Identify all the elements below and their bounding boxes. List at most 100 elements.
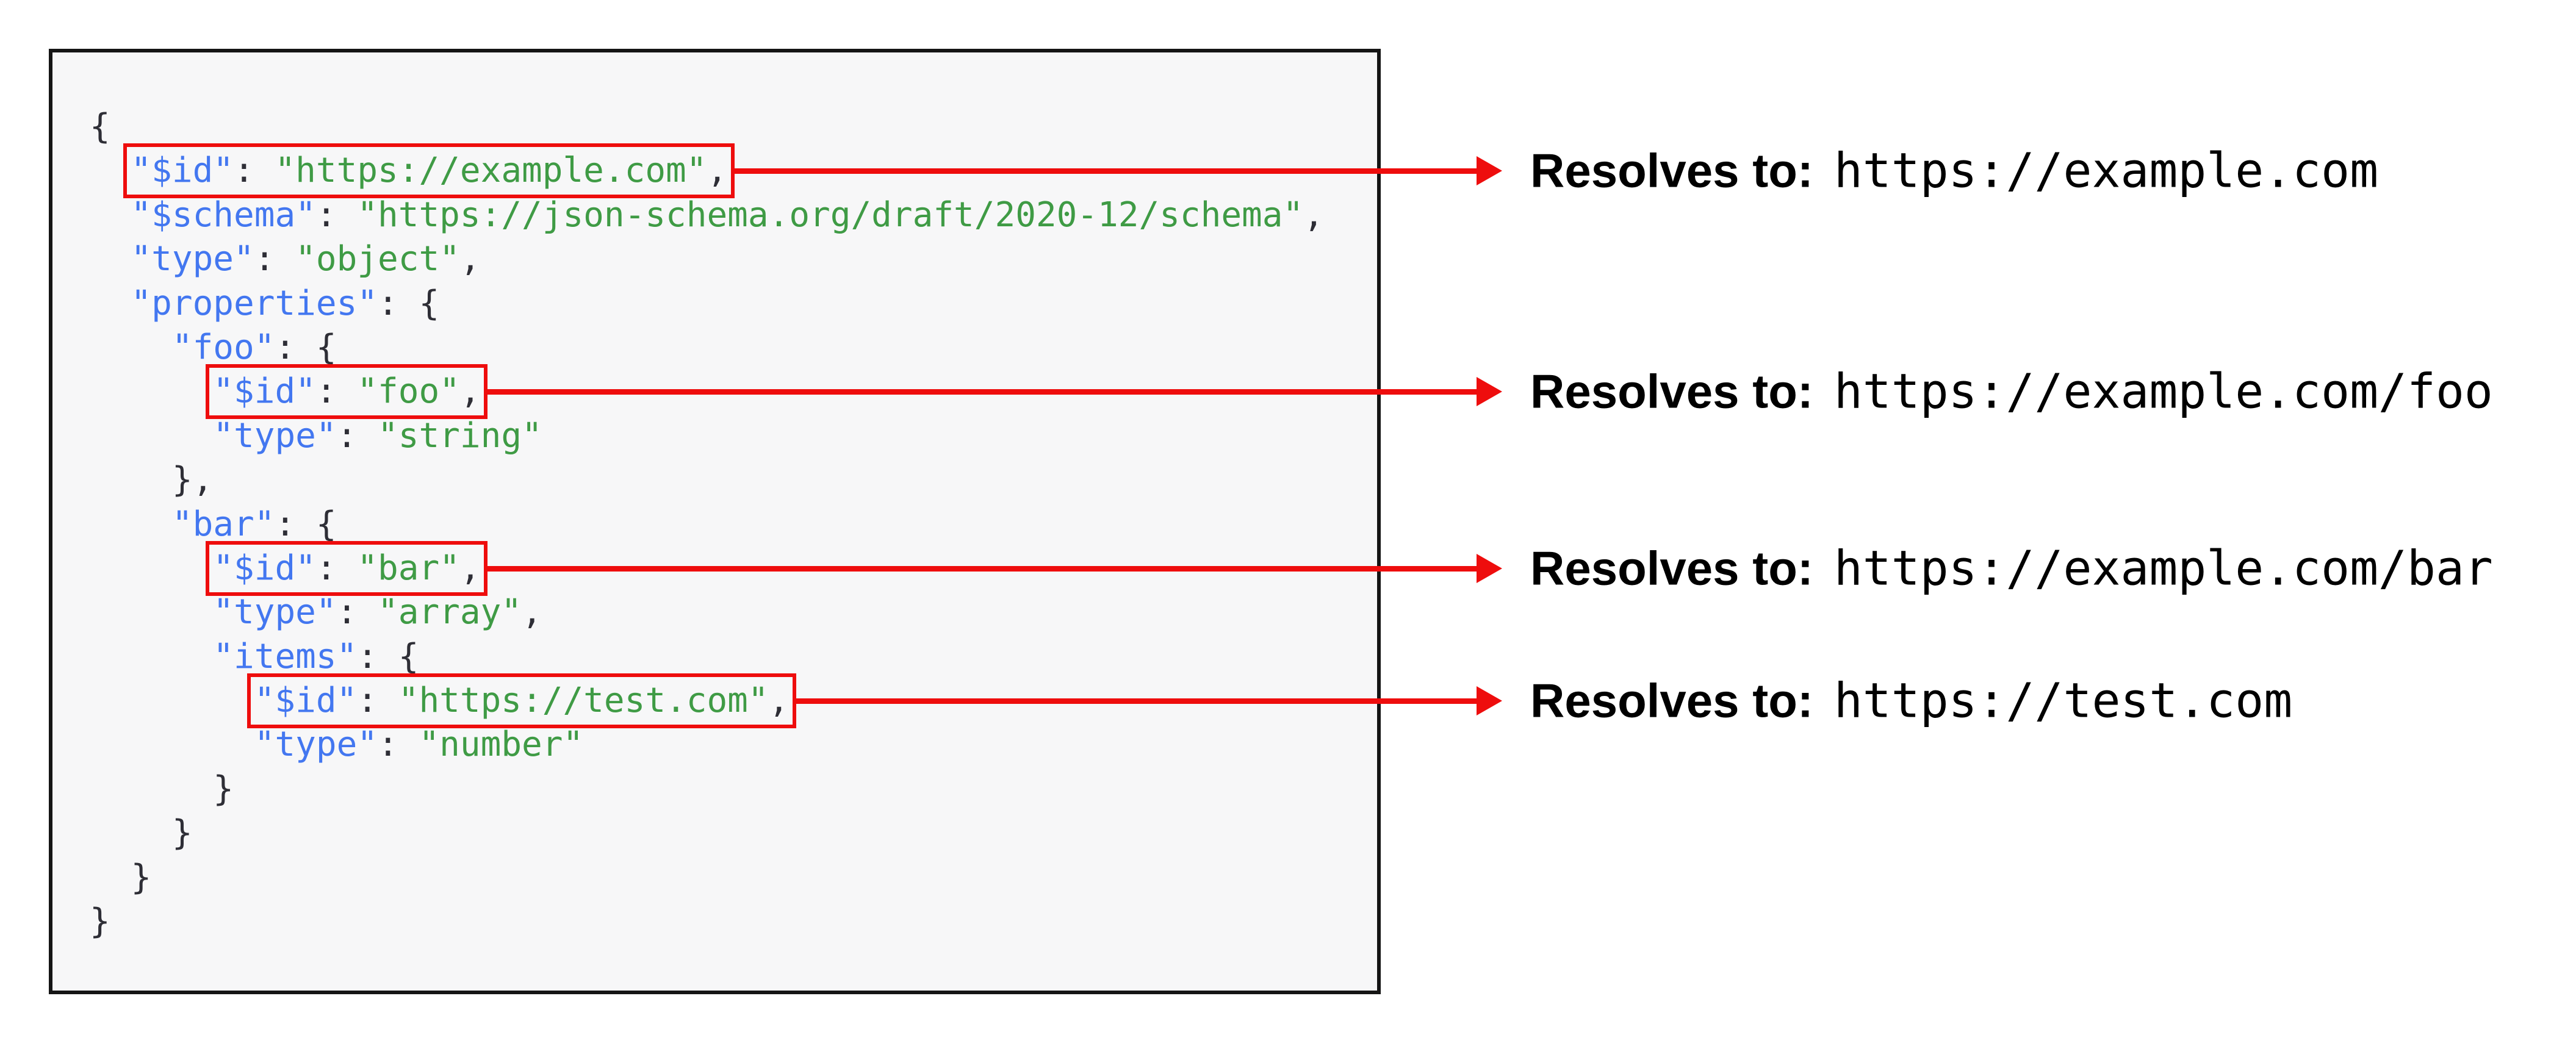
code-indent [90,548,213,588]
annotation-url: https://test.com [1833,673,2293,729]
code-indent [90,328,172,367]
code-line: "type": "array", [90,590,1324,634]
code-indent [90,371,213,411]
code-indent [90,284,131,323]
annotation-label: Resolves to: [1530,143,1813,198]
code-line: "foo": { [90,326,1324,370]
code-token-key: "$id" [213,371,316,412]
arrow-head-icon [1477,554,1502,583]
code-line: }, [90,458,1324,502]
code-token-punc: } [90,901,110,942]
highlight-box [246,673,796,729]
annotation-label: Resolves to: [1530,364,1813,418]
code-indent [90,637,213,676]
code-token-punc: }, [171,460,214,500]
annotation-url: https://example.com [1833,143,2379,199]
code-indent [90,460,172,500]
code-token-punc: : { [275,504,337,544]
code-line: "bar": { [90,503,1324,547]
code-line: { [90,105,1324,149]
code-token-punc: : [336,415,378,456]
code-token-punc: , [522,592,542,633]
code-indent [90,681,254,720]
code-line: "properties": { [90,282,1324,326]
code-line: "$schema": "https://json-schema.org/draf… [90,193,1324,237]
code-token-string: "https://example.com" [275,151,707,191]
arrow-line [485,565,1478,572]
code-indent [90,813,172,853]
code-line: "$id": "bar", [90,547,1324,590]
code-token-punc: } [171,813,193,853]
code-token-punc: : { [357,636,419,676]
code-token-key: "type" [213,415,337,456]
code-indent [90,769,213,809]
code-indent [90,504,172,544]
code-token-punc: : { [378,283,440,323]
code-token-key: "type" [131,239,254,279]
code-line: } [90,856,1324,900]
code-token-key: "items" [213,636,358,676]
code-token-string: "bar" [357,548,460,588]
annotation-label: Resolves to: [1530,541,1813,595]
code-token-punc: : [357,681,398,721]
code-token-punc: : [254,239,296,279]
code-line: "items": { [90,635,1324,679]
code-token-punc: : [315,371,358,412]
code-token-punc: : [378,725,419,765]
code-line: } [90,767,1324,811]
code-line: "$id": "https://test.com", [90,679,1324,723]
code-token-punc: , [459,239,481,279]
code-token-key: "$id" [131,151,234,191]
code-token-key: "type" [213,592,337,633]
highlight-box [206,364,488,420]
code-line: "type": "object", [90,237,1324,281]
code-token-punc: { [90,107,110,146]
code-token-string: "https://json-schema.org/draft/2020-12/s… [357,195,1304,235]
code-token-punc: , [459,548,481,588]
arrow-line [485,389,1478,395]
code-token-punc: : [336,592,378,633]
code-token-punc: : [315,195,358,235]
highlight-box [123,143,735,199]
code-token-punc: , [768,681,790,721]
code-token-key: "foo" [171,327,275,367]
arrow-line [732,168,1478,174]
code-token-string: "number" [419,725,584,765]
code-indent [90,239,131,279]
code-token-punc: : [315,548,358,588]
code-indent [90,858,131,897]
code-line: } [90,811,1324,855]
code-token-string: "https://test.com" [398,681,769,721]
annotation: Resolves to: https://example.com/bar [1530,541,2493,597]
code-token-key: "$id" [254,681,358,721]
code-token-key: "type" [254,725,378,765]
code-indent [90,592,213,632]
annotation: Resolves to: https://example.com [1530,143,2378,199]
code-token-punc: , [1303,195,1324,235]
code-token-string: "foo" [357,371,460,412]
code-token-string: "array" [378,592,522,633]
code-token-key: "$id" [213,548,316,588]
code-line: "$id": "foo", [90,370,1324,414]
json-code-panel [49,49,1381,994]
code-token-punc: : [234,151,275,191]
code-indent [90,725,254,764]
code-line: "type": "string" [90,414,1324,458]
code-line: "type": "number" [90,723,1324,767]
arrow-line [793,698,1478,704]
code-token-punc: : { [275,327,337,367]
code-indent [90,195,131,235]
code-line: } [90,900,1324,944]
arrow-head-icon [1477,156,1502,186]
annotation-url: https://example.com/foo [1833,364,2493,420]
code-token-key: "bar" [171,504,275,544]
code-indent [90,416,213,456]
code-token-string: "object" [295,239,460,279]
arrow-head-icon [1477,686,1502,716]
annotation-label: Resolves to: [1530,673,1813,728]
annotation-url: https://example.com/bar [1833,541,2493,597]
code-token-string: "string" [378,415,542,456]
arrow-head-icon [1477,377,1502,407]
code-token-punc: } [131,857,152,897]
